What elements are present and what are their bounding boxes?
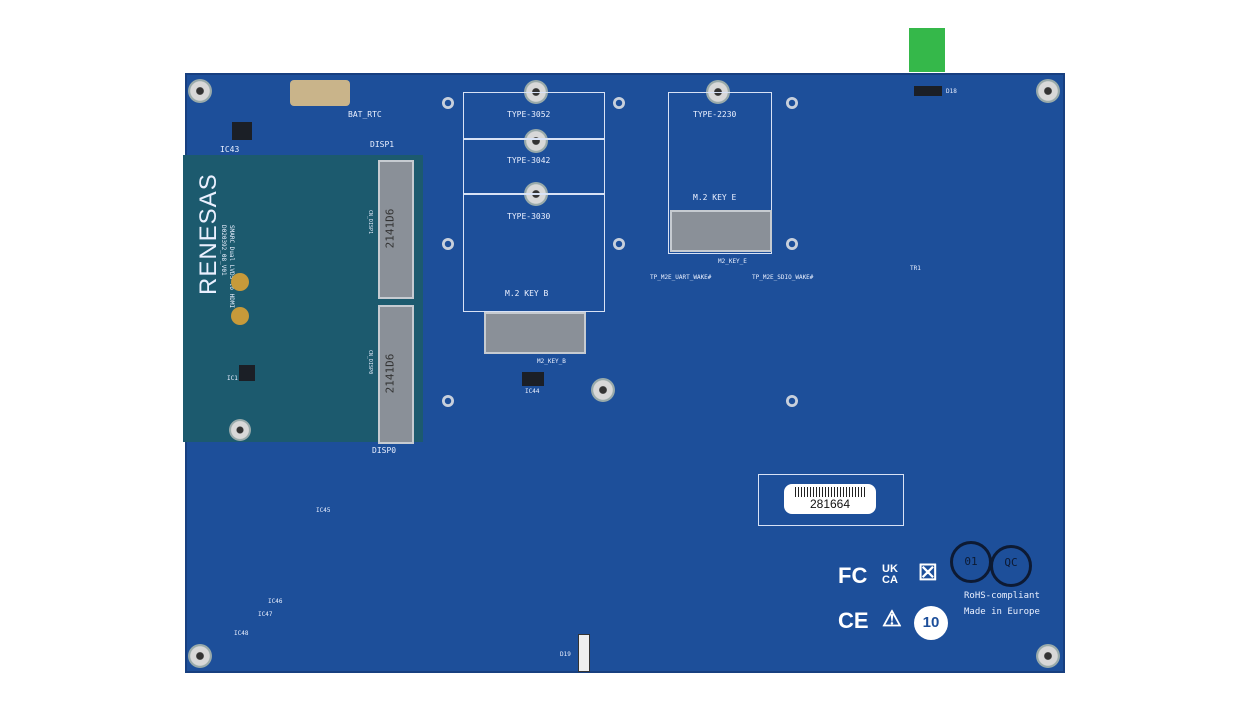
qc-stamp-qc: QC — [990, 545, 1032, 587]
rohs-text: RoHS-compliant — [964, 591, 1040, 601]
silk-m2-key-e: M.2 KEY E — [693, 193, 737, 202]
mount-hole — [1036, 644, 1060, 668]
m2-standoff — [591, 378, 615, 402]
m2-key-b-connector — [484, 312, 586, 354]
esd-warning-icon: ⚠ — [882, 606, 902, 631]
silk-type-3030: TYPE-3030 — [507, 212, 551, 221]
silk-type-3052: TYPE-3052 — [507, 110, 551, 119]
mount-hole — [188, 644, 212, 668]
label-area — [758, 474, 904, 526]
silk-type-3042: TYPE-3042 — [507, 156, 551, 165]
disp0-connector: 2141D6 — [378, 305, 414, 444]
silk-cn-disp0: CN_DISP0 — [367, 350, 373, 375]
made-in-text: Made in Europe — [964, 607, 1040, 617]
qc-stamp-01: 01 — [950, 541, 992, 583]
silk-cn-disp1: CN_DISP1 — [367, 210, 373, 235]
silk-disp0: DISP0 — [372, 446, 397, 455]
silk-m2-key-b: M.2 KEY B — [505, 289, 549, 298]
silk-ic43: IC43 — [220, 145, 240, 154]
ukca-mark: UK CA — [882, 563, 898, 586]
module-title: SMARC Dual LVDS to HDMI — [228, 225, 235, 309]
ce-mark: CE — [838, 608, 869, 633]
epup-10-mark: 10 — [914, 606, 948, 640]
weee-icon: ☒ — [918, 560, 938, 585]
silk-type-2230: TYPE-2230 — [693, 110, 737, 119]
mount-hole — [1036, 79, 1060, 103]
m2-key-b-outline — [463, 92, 605, 312]
mount-hole — [188, 79, 212, 103]
silk-ic1: IC1 — [227, 375, 238, 382]
m2-standoff — [524, 129, 548, 153]
renesas-logo: RENESAS — [195, 173, 222, 295]
silk-bat-rtc: BAT_RTC — [348, 110, 382, 119]
m2-key-e-connector — [670, 210, 772, 252]
serial-label: 281664 — [784, 484, 876, 514]
fcc-mark: FC — [838, 563, 868, 588]
serial-number: 281664 — [809, 497, 851, 511]
m2-key-e-outline — [668, 92, 772, 254]
module-part-number: D020392_08_V01 — [220, 225, 227, 276]
silk-disp1: DISP1 — [370, 140, 395, 149]
disp1-connector: 2141D6 — [378, 160, 414, 299]
rtc-battery — [290, 80, 350, 106]
green-terminal-block — [909, 28, 945, 72]
